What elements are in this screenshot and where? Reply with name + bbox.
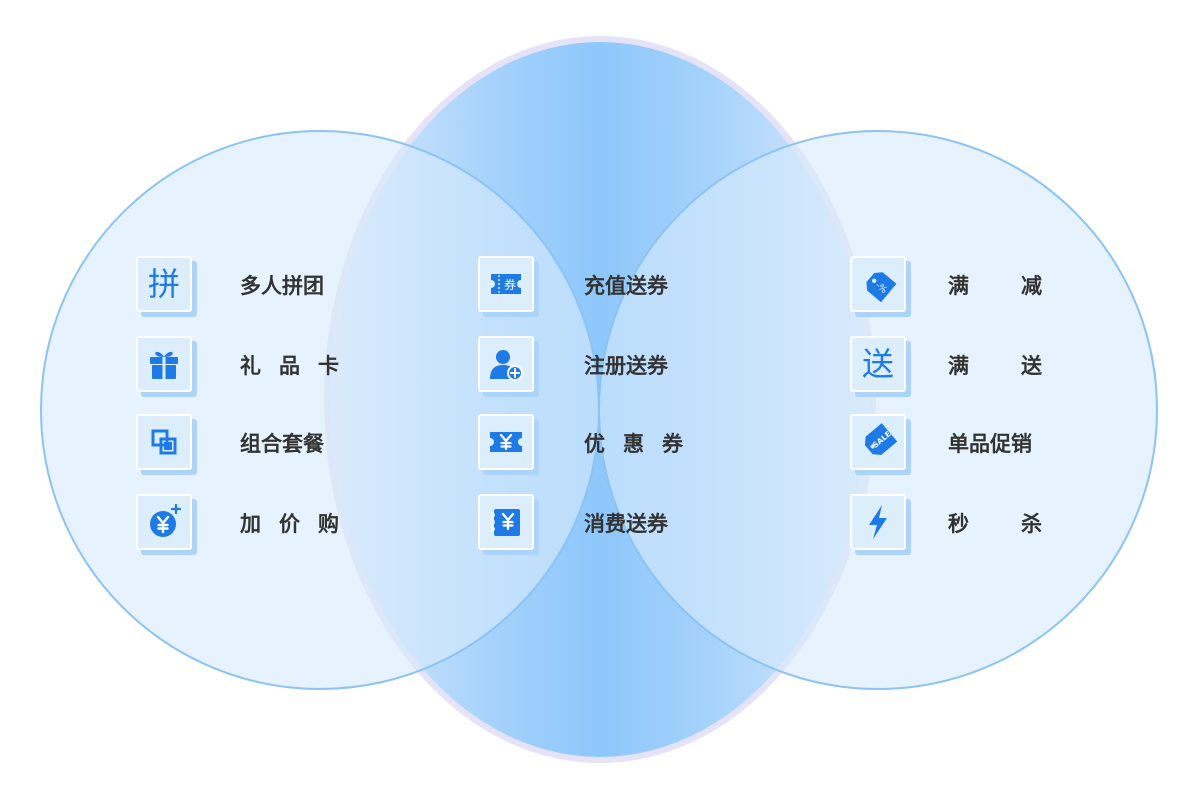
feature-label: 单品促销 xyxy=(948,432,1032,456)
feature-label: 多人拼团 xyxy=(240,274,324,298)
feature-label: 秒杀 xyxy=(948,512,1094,536)
feature-label: 礼品卡 xyxy=(240,354,357,378)
user-add-icon xyxy=(478,336,534,392)
voucher-ticket-icon: 券 xyxy=(478,256,534,312)
svg-text:券: 券 xyxy=(504,277,516,292)
yen-receipt-icon xyxy=(478,494,534,550)
feature-label: 消费送券 xyxy=(584,512,668,536)
feature-label: 优惠券 xyxy=(584,432,701,456)
yen-coupon-icon xyxy=(478,414,534,470)
feature-label: 注册送券 xyxy=(584,354,668,378)
pin-character-icon: 拼 xyxy=(136,256,192,312)
sale-tag-icon: SALE xyxy=(850,414,906,470)
percent-tag-icon: -% xyxy=(850,256,906,312)
left-circle xyxy=(40,130,600,690)
feature-label: 充值送券 xyxy=(584,274,668,298)
lightning-icon xyxy=(850,494,906,550)
feature-label: 加价购 xyxy=(240,512,357,536)
right-circle xyxy=(598,130,1158,690)
feature-label: 满送 xyxy=(948,354,1094,378)
feature-label: 组合套餐 xyxy=(240,432,324,456)
gift-icon xyxy=(136,336,192,392)
song-character-icon: 送 xyxy=(850,336,906,392)
feature-label: 满减 xyxy=(948,274,1094,298)
combo-squares-icon xyxy=(136,414,192,470)
yen-coin-plus-icon xyxy=(136,494,192,550)
